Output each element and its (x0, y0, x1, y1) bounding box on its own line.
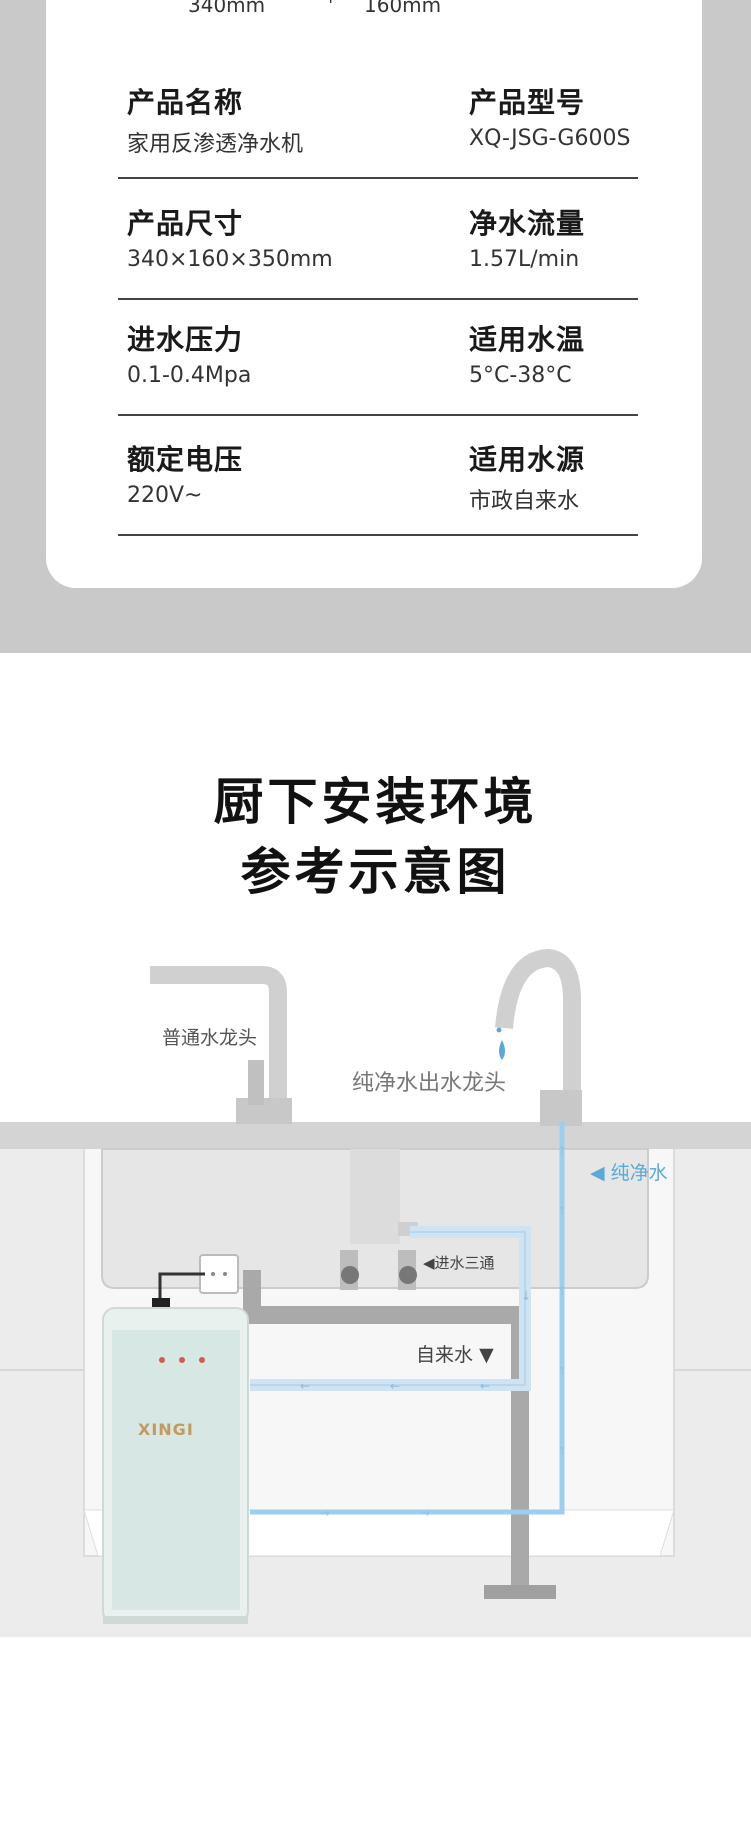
normal-faucet-handle (248, 1060, 264, 1105)
spec-band: 340mm + 160mm 产品名称 家用反渗透净水机 产品型号 XQ-JSG-… (0, 0, 751, 653)
spec-value: 1.57L/min (469, 247, 580, 272)
power-socket (199, 1254, 239, 1294)
spec-row: 产品尺寸 340×160×350mm 净水流量 1.57L/min (118, 184, 638, 300)
spec-value: 220V~ (127, 483, 203, 508)
socket-hole (223, 1272, 227, 1276)
flow-arrow: ← (300, 1379, 310, 1393)
spec-value: 家用反渗透净水机 (127, 132, 304, 157)
indicator-light (179, 1357, 185, 1363)
socket-hole (211, 1272, 215, 1276)
spec-label: 进水压力 (127, 323, 244, 356)
flow-arrow: → (420, 1506, 430, 1520)
water-drop-icon (499, 1040, 505, 1060)
installation-illustration: ← ← ← ↓ → → ↑ ↑ ↑ ↑ ↑ (0, 948, 751, 1637)
flow-arrow: ↑ (557, 1144, 567, 1158)
flow-arrow: ↓ (521, 1289, 531, 1303)
countertop (0, 1122, 751, 1149)
valve-knob (341, 1266, 359, 1284)
spec-label: 适用水温 (469, 323, 586, 356)
drain-pipe-base (484, 1585, 556, 1599)
spec-label: 额定电压 (127, 443, 244, 476)
spec-label: 产品尺寸 (127, 207, 244, 240)
section-title-line-1: 厨下安装环境 (213, 773, 538, 831)
flow-arrow: ↑ (557, 1364, 567, 1378)
spec-row: 额定电压 220V~ 适用水源 市政自来水 (118, 420, 638, 536)
pure-water-label: ◀ 纯净水 (590, 1158, 668, 1185)
indicator-light (199, 1357, 205, 1363)
spec-value: 市政自来水 (469, 489, 580, 514)
flow-arrow: ↑ (557, 1284, 567, 1298)
spec-value: 5°C-38°C (469, 363, 572, 388)
pure-water-faucet (495, 948, 581, 1125)
flow-arrow: ← (390, 1379, 400, 1393)
spec-row: 产品名称 家用反渗透净水机 产品型号 XQ-JSG-G600S (118, 63, 638, 179)
normal-faucet-label: 普通水龙头 (162, 1027, 258, 1049)
normal-faucet (150, 966, 287, 1122)
pure-water-faucet-base (540, 1090, 582, 1126)
power-cable (158, 1272, 205, 1302)
pure-water-text: 纯净水 (610, 1162, 668, 1184)
partial-dimension-left: 340mm (188, 0, 266, 17)
spec-row: 进水压力 0.1-0.4Mpa 适用水温 5°C-38°C (118, 300, 638, 416)
triangle-down-icon: ▼ (479, 1344, 494, 1366)
spec-value: 0.1-0.4Mpa (127, 363, 252, 388)
partial-dimension-right: 160mm (364, 0, 442, 17)
spec-card: 340mm + 160mm 产品名称 家用反渗透净水机 产品型号 XQ-JSG-… (46, 0, 702, 588)
sink-drain (350, 1149, 400, 1244)
pure-water-tube (250, 1122, 565, 1515)
purifier-base (103, 1616, 248, 1624)
drain-pipe (243, 1270, 529, 1588)
purifier-front-panel (112, 1330, 240, 1610)
spec-label: 适用水源 (469, 443, 586, 476)
spec-label: 净水流量 (469, 207, 586, 240)
inlet-tee-label: ◀进水三通 (423, 1252, 495, 1273)
partial-dimension-plus: + (324, 0, 337, 7)
flow-arrow: ← (480, 1379, 490, 1393)
spec-value: XQ-JSG-G600S (469, 126, 631, 151)
tap-water-text: 自来水 (416, 1344, 474, 1366)
installation-diagram: ← ← ← ↓ → → ↑ ↑ ↑ ↑ ↑ (0, 930, 751, 1710)
pure-water-faucet-label: 纯净水出水龙头 (352, 1071, 507, 1096)
triangle-left-icon: ◀ (423, 1254, 435, 1272)
flow-arrow: ↑ (557, 1444, 567, 1458)
section-title-line-2: 参考示意图 (240, 843, 511, 901)
flow-arrow: ↑ (557, 1204, 567, 1218)
triangle-left-icon: ◀ (590, 1162, 605, 1184)
tap-water-label: 自来水 ▼ (416, 1340, 494, 1367)
spec-label: 产品名称 (127, 86, 244, 119)
flow-arrow: → (320, 1506, 330, 1520)
purifier-brand-logo: XINGI (138, 1420, 194, 1439)
spec-value: 340×160×350mm (127, 247, 333, 272)
indicator-light (159, 1357, 165, 1363)
tap-water-tube-edge (250, 1231, 526, 1386)
valve-knob (399, 1266, 417, 1284)
spec-label: 产品型号 (469, 86, 586, 119)
water-drop-icon (496, 1027, 502, 1033)
inlet-tee-text: 进水三通 (434, 1254, 495, 1272)
